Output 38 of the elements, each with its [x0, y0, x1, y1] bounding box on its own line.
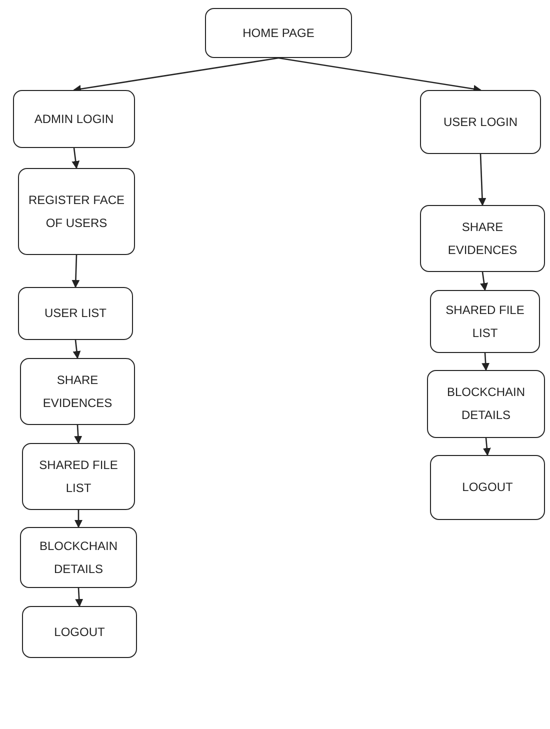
process-box: [13, 90, 135, 148]
box-label: USER LIST: [44, 305, 106, 322]
arrow: [73, 57, 279, 93]
arrow: [74, 424, 82, 444]
process-box: [20, 527, 137, 588]
arrow: [75, 588, 84, 607]
box-label: SHARED FILE LIST: [38, 456, 119, 496]
box-label: REGISTER FACE OF USERS: [27, 192, 126, 232]
box-label: BLOCKCHAIN DETAILS: [38, 538, 119, 578]
arrow: [74, 510, 82, 528]
box-label: HOME PAGE: [242, 24, 314, 42]
process-box: [420, 90, 541, 154]
arrow: [482, 352, 490, 371]
box-label: ADMIN LOGIN: [34, 110, 114, 128]
process-box: [427, 370, 545, 438]
process-box: [420, 205, 545, 272]
process-box: [430, 455, 545, 520]
box-label: SHARE EVIDENCES: [446, 218, 518, 258]
arrow: [72, 148, 80, 169]
process-box: [22, 443, 135, 510]
arrow: [478, 154, 486, 206]
arrow: [72, 340, 81, 359]
box-label: LOGOUT: [462, 479, 513, 496]
arrow: [278, 57, 482, 93]
process-box: [18, 287, 133, 340]
process-box: [22, 606, 137, 658]
box-label: SHARED FILE LIST: [444, 302, 526, 342]
arrow: [480, 272, 488, 291]
box-label: SHARE EVIDENCES: [42, 372, 114, 412]
process-box: [18, 168, 135, 255]
process-box: [205, 8, 352, 58]
process-box: [430, 290, 540, 353]
box-label: BLOCKCHAIN DETAILS: [446, 384, 526, 424]
arrow: [482, 438, 491, 456]
box-label: LOGOUT: [54, 624, 105, 641]
box-label: USER LOGIN: [443, 114, 518, 131]
arrow: [72, 254, 80, 288]
process-box: [20, 358, 135, 425]
